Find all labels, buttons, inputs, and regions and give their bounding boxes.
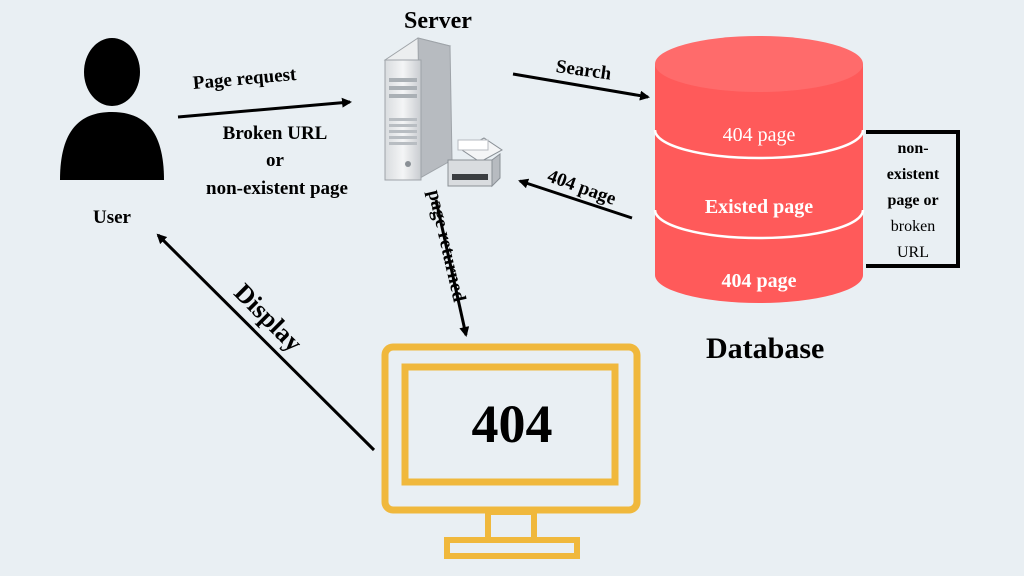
database-label: Database	[706, 332, 825, 365]
monitor-icon	[381, 343, 641, 559]
arrow-search	[512, 72, 650, 101]
or-label: or	[266, 150, 284, 171]
note-bracket	[866, 130, 960, 268]
database-icon	[653, 36, 865, 303]
note-line-5: URL	[897, 244, 929, 261]
monitor-404-text: 404	[471, 394, 553, 454]
user-label: User	[93, 207, 131, 228]
arrow-404-return	[518, 178, 633, 220]
arrow-page-returned	[434, 199, 470, 337]
note-line-3: page or	[887, 192, 939, 209]
note-line-2: existent	[886, 166, 940, 183]
arrow-display	[156, 233, 376, 452]
non-existent-label: non-existent page	[206, 178, 348, 199]
server-icon	[383, 37, 453, 181]
server-label: Server	[404, 8, 472, 34]
db-layer-middle-label: Existed page	[704, 196, 814, 218]
user-icon	[60, 38, 164, 180]
db-layer-bottom-label: 404 page	[721, 270, 797, 292]
printer-icon	[447, 137, 503, 188]
db-layer-top-label: 404 page	[722, 124, 796, 146]
note-line-4: broken	[890, 218, 936, 235]
note-line-1: non-	[897, 140, 929, 157]
arrow-page-request	[177, 97, 352, 119]
broken-url-label: Broken URL	[222, 123, 328, 144]
